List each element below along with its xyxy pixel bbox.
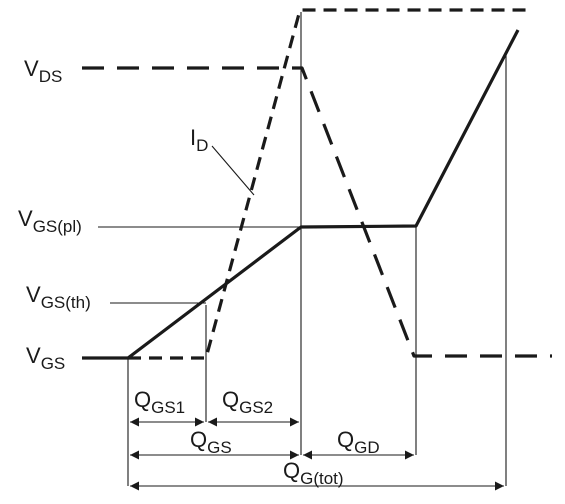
id-leader-line (211, 145, 255, 196)
id-waveform (128, 8, 528, 360)
qgs2-label: QGS2 (222, 387, 273, 417)
vgs-th-label: VGS(th) (26, 282, 91, 312)
qgs1-label: QGS1 (134, 387, 185, 417)
qgs-label: QGS (190, 427, 232, 457)
vgs-pl-label: VGS(pl) (18, 206, 82, 236)
vds-label: VDS (24, 56, 62, 86)
id-label: ID (190, 125, 208, 155)
vds-waveform (82, 66, 552, 358)
vgs-waveform (82, 29, 520, 360)
qgd-label: QGD (337, 427, 380, 457)
qgtot-label: QG(tot) (283, 458, 344, 488)
vgs-label: VGS (26, 343, 65, 373)
